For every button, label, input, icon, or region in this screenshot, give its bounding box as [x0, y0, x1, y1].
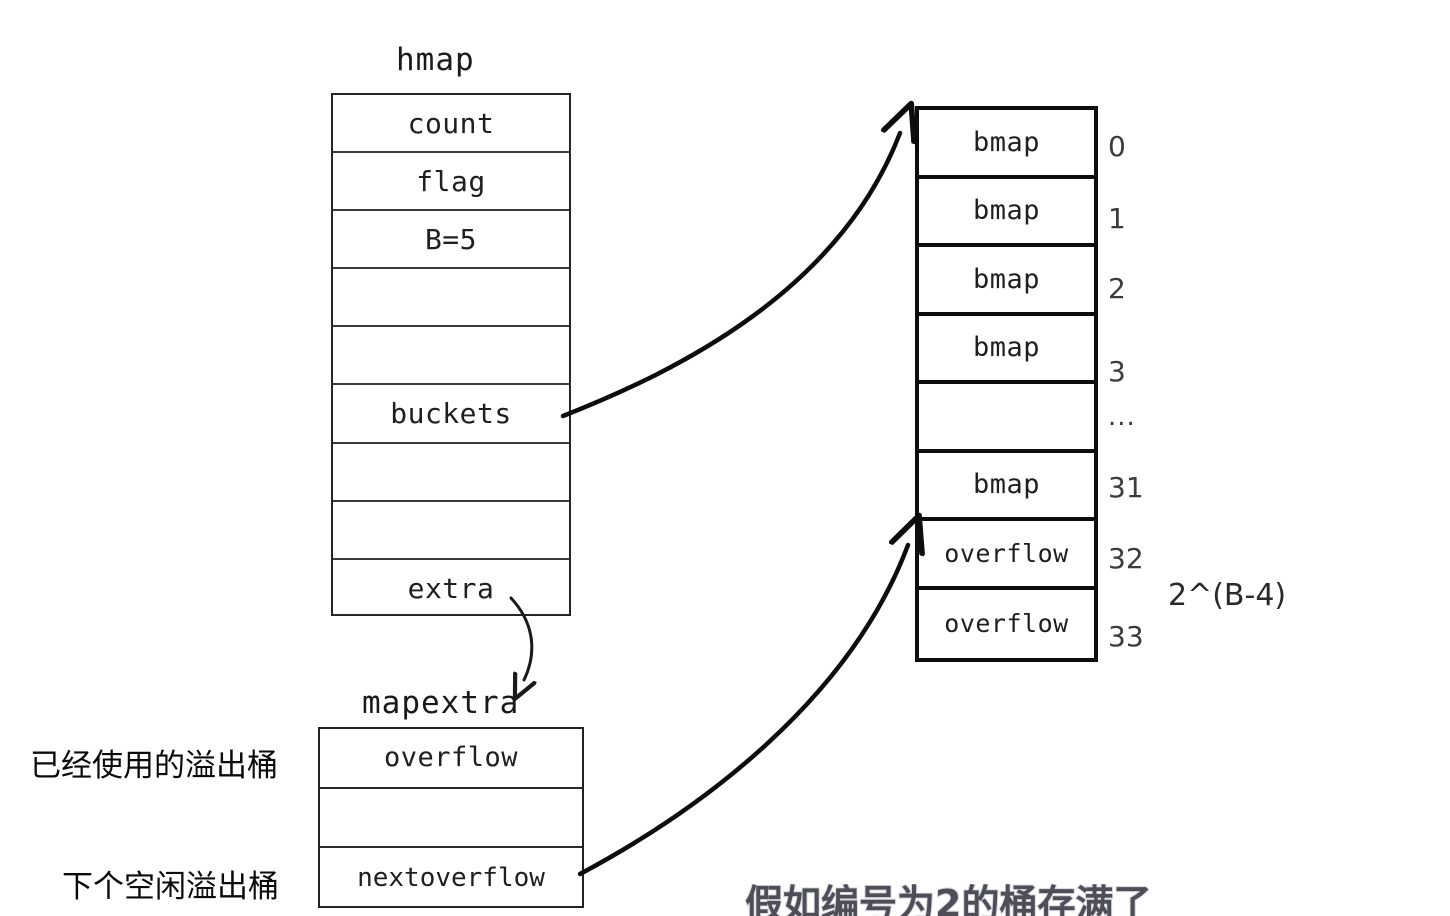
mapextra-struct-box: overflow nextoverflow	[318, 727, 584, 908]
annotation-used-overflow: 已经使用的溢出桶	[30, 748, 278, 784]
hmap-row-empty-4	[333, 502, 569, 560]
hmap-row-empty-1	[333, 269, 569, 328]
bucket-row-1: bmap	[919, 179, 1094, 247]
bucket-row-0: bmap	[919, 110, 1094, 179]
bucket-row-31: bmap	[919, 453, 1094, 521]
mapextra-row-overflow: overflow	[320, 729, 582, 789]
hmap-row-empty-2	[333, 327, 569, 386]
hmap-title: hmap	[396, 42, 475, 78]
mapextra-row-empty	[320, 789, 582, 849]
bucket-index-33: 33	[1108, 620, 1144, 653]
bucket-index-31: 31	[1108, 471, 1144, 504]
hmap-row-count: count	[333, 95, 569, 154]
hmap-row-buckets: buckets	[333, 385, 569, 444]
bucket-index-3: 3	[1108, 355, 1126, 388]
bucket-row-2: bmap	[919, 247, 1094, 316]
video-subtitle: 假如编号为2的桶存满了	[745, 884, 1152, 916]
bucket-row-32: overflow	[919, 521, 1094, 590]
hmap-row-empty-3	[333, 444, 569, 502]
hmap-struct-box: count flag B=5 buckets extra	[331, 93, 571, 616]
bucket-array-box: bmap bmap bmap bmap bmap overflow overfl…	[915, 106, 1098, 662]
overflow-size-note: 2^(B-4)	[1168, 578, 1287, 613]
hmap-row-extra: extra	[407, 572, 495, 606]
bucket-index-1: 1	[1108, 202, 1126, 235]
bucket-row-33: overflow	[944, 609, 1069, 639]
hmap-row-flag: flag	[333, 153, 569, 212]
bucket-row-ellipsis	[919, 384, 1094, 453]
bucket-index-32: 32	[1108, 542, 1144, 575]
bucket-row-3: bmap	[919, 316, 1094, 384]
bucket-index-0: 0	[1108, 130, 1126, 163]
hmap-row-b: B=5	[333, 211, 569, 270]
mapextra-row-nextoverflow: nextoverflow	[357, 862, 545, 893]
annotation-next-free-overflow: 下个空闲溢出桶	[62, 869, 279, 905]
arrow-buckets-to-bucket-array	[560, 133, 900, 419]
arrow-nextoverflow-to-bucket-32	[577, 545, 908, 877]
bucket-index-ellipsis: ...	[1108, 402, 1136, 432]
bucket-index-2: 2	[1108, 272, 1126, 305]
mapextra-title: mapextra	[362, 685, 520, 721]
